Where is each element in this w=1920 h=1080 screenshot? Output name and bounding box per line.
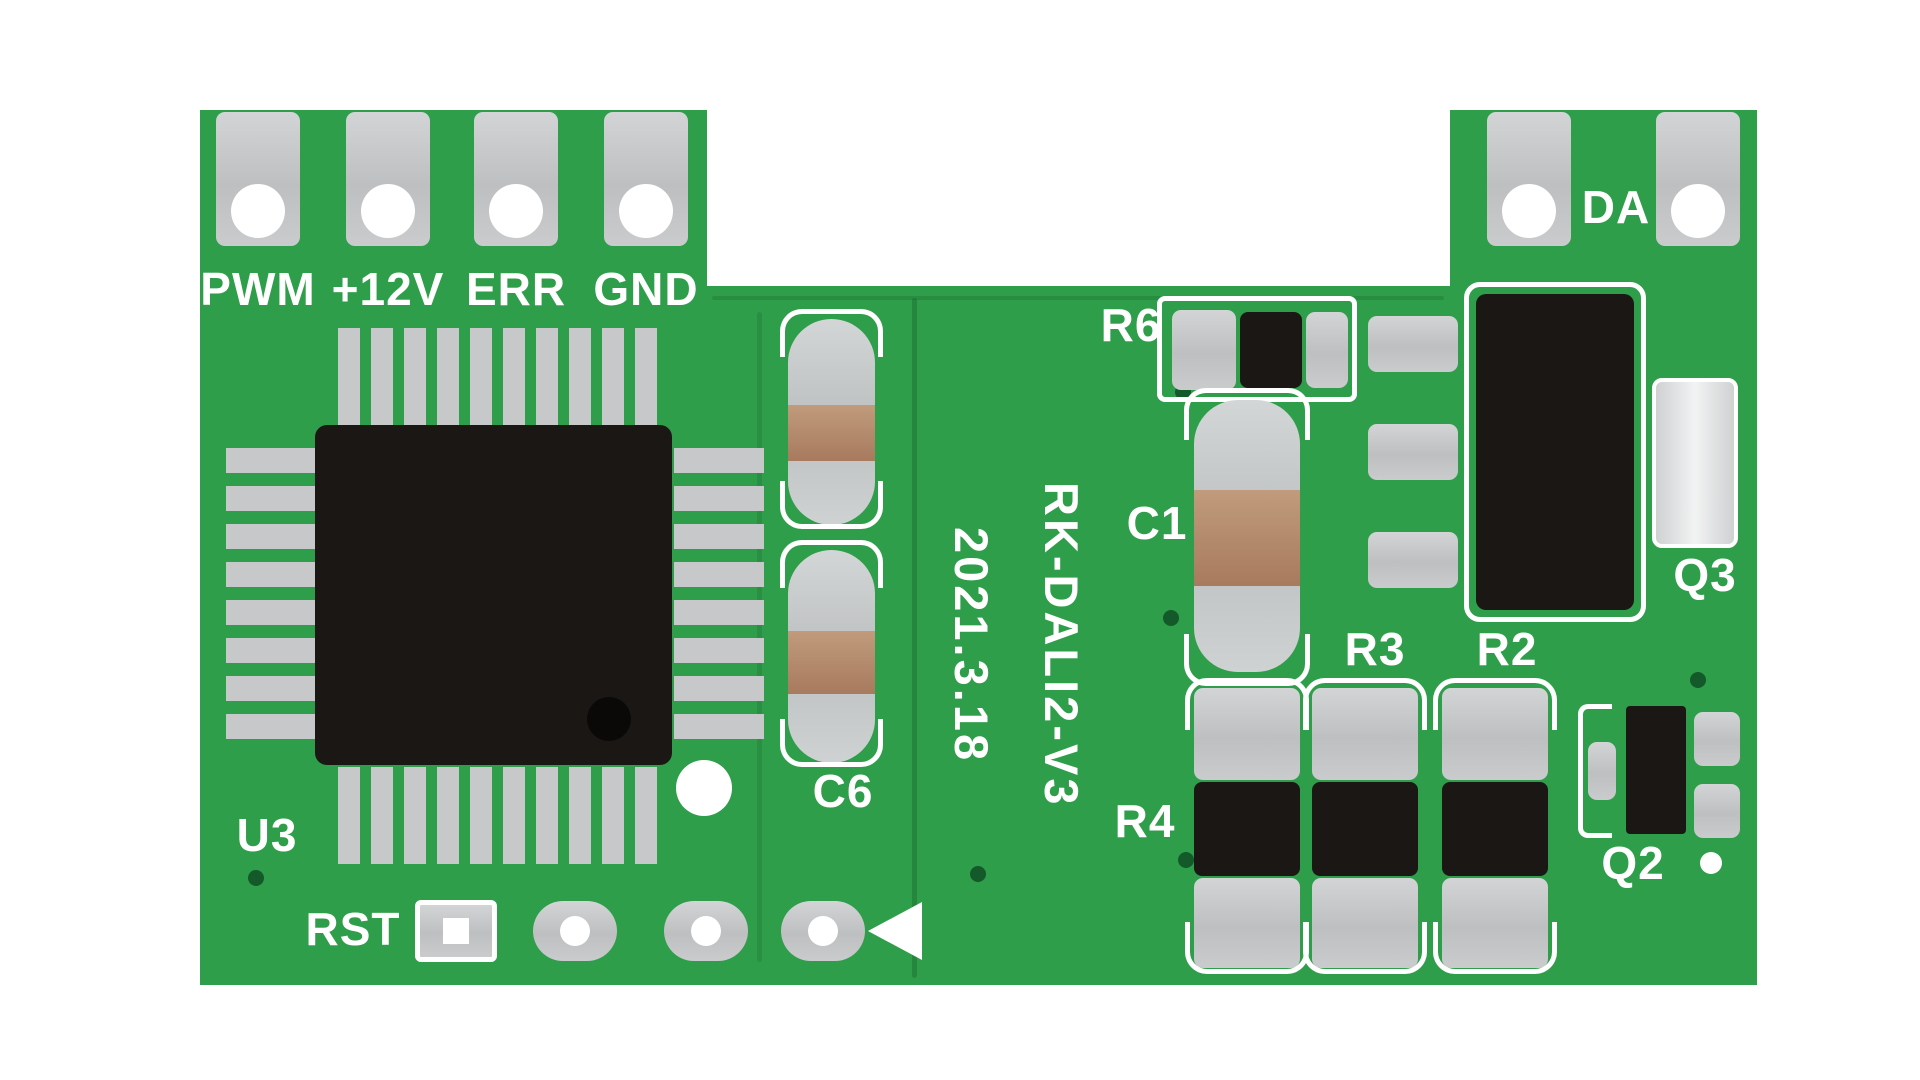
- r2-pad-top: [1442, 688, 1548, 780]
- label-r6: R6: [1100, 299, 1162, 351]
- c6-bracket: [780, 481, 883, 529]
- silkscreen-text: RK-DALI2-V3 2021.3.18: [918, 402, 1106, 888]
- c6-bracket: [780, 309, 883, 357]
- r6-outline: [1157, 296, 1357, 402]
- q2-transistor-body: [1626, 706, 1686, 834]
- label-u3: U3: [236, 809, 298, 861]
- connector-pad-da-1: [1487, 112, 1571, 246]
- fiducial-dot: [1700, 852, 1722, 874]
- connector-pad-pwm: [216, 112, 300, 246]
- pad-hole: [1502, 184, 1556, 238]
- q2-lead-pad: [1588, 742, 1616, 800]
- label-c6: C6: [812, 765, 874, 817]
- r6-pad-right: [1306, 312, 1348, 388]
- label-q3: Q3: [1673, 549, 1737, 601]
- via: [1690, 672, 1706, 688]
- via: [970, 866, 986, 882]
- filter-capacitor: [1652, 378, 1738, 548]
- rst-square-pad: [415, 900, 497, 962]
- capacitor-band: [788, 631, 875, 694]
- rst-oval-pad-2: [664, 901, 748, 961]
- label-q2: Q2: [1601, 837, 1665, 889]
- c6-capacitor-2: [788, 550, 875, 763]
- pad-hole: [808, 916, 838, 946]
- q2-lead-pad: [1694, 784, 1740, 838]
- connector-pad-12v: [346, 112, 430, 246]
- pad-hole: [560, 916, 590, 946]
- q2-lead-pad: [1694, 712, 1740, 766]
- u3-leads-top: [338, 328, 665, 425]
- q2-bracket: [1578, 704, 1612, 838]
- pad-hole: [443, 918, 469, 944]
- pad-hole: [361, 184, 415, 238]
- connector-pad-err: [474, 112, 558, 246]
- r3-pad-top: [1312, 688, 1418, 780]
- r6-resistor-body: [1240, 312, 1302, 388]
- pad-hole: [1671, 184, 1725, 238]
- pad-hole: [619, 184, 673, 238]
- c6-bracket: [780, 540, 883, 588]
- r3-pad-bottom: [1312, 878, 1418, 968]
- q3-outline: [1464, 282, 1646, 622]
- label-rst: RST: [305, 903, 401, 955]
- label-da: DA: [1581, 181, 1651, 233]
- r3-bracket: [1303, 922, 1427, 974]
- q3-lead-pad: [1368, 316, 1458, 372]
- label-r4: R4: [1114, 795, 1176, 847]
- c6-bracket: [780, 719, 883, 767]
- u3-chip: [315, 425, 672, 765]
- label-c1: C1: [1126, 497, 1188, 549]
- label-gnd: GND: [593, 263, 699, 315]
- label-r3: R3: [1344, 623, 1406, 675]
- arrow-marker: [868, 902, 922, 960]
- pad-hole: [231, 184, 285, 238]
- r2-bracket: [1433, 922, 1557, 974]
- r4-bracket: [1185, 922, 1309, 974]
- u3-pin1-dimple: [587, 697, 631, 741]
- r6-pad-left: [1172, 310, 1236, 390]
- trace-top-edge: [712, 296, 1444, 300]
- label-r2: R2: [1476, 623, 1538, 675]
- r2-resistor-body: [1442, 782, 1548, 876]
- rst-oval-pad-1: [533, 901, 617, 961]
- capacitor-band: [1194, 490, 1300, 586]
- board-model: RK-DALI2-V3: [1035, 482, 1088, 808]
- q3-transistor-body: [1476, 294, 1634, 610]
- q3-lead-pad: [1368, 424, 1458, 480]
- r4-pad-bottom: [1194, 878, 1300, 968]
- rst-oval-pad-3: [781, 901, 865, 961]
- via: [248, 870, 264, 886]
- u3-leads-left: [226, 448, 316, 751]
- capacitor-band: [788, 405, 875, 461]
- r4-resistor-body: [1194, 782, 1300, 876]
- pad-hole: [489, 184, 543, 238]
- connector-pad-da-2: [1656, 112, 1740, 246]
- trace-divider: [912, 298, 917, 978]
- label-pwm: PWM: [200, 263, 316, 315]
- board-date: 2021.3.18: [945, 526, 998, 764]
- connector-pad-gnd: [604, 112, 688, 246]
- c1-bracket: [1184, 634, 1310, 686]
- label-12v: +12V: [331, 263, 445, 315]
- r2-bracket: [1433, 678, 1557, 730]
- c1-capacitor: [1194, 400, 1300, 672]
- u3-leads-right: [674, 448, 764, 751]
- pad-hole: [691, 916, 721, 946]
- c6-capacitor-1: [788, 319, 875, 525]
- mounting-hole: [676, 760, 732, 816]
- via: [1163, 610, 1179, 626]
- r3-resistor-body: [1312, 782, 1418, 876]
- c1-bracket: [1184, 388, 1310, 440]
- q3-lead-pad: [1368, 532, 1458, 588]
- label-err: ERR: [465, 263, 567, 315]
- u3-leads-bottom: [338, 767, 665, 864]
- via: [1178, 852, 1194, 868]
- r3-bracket: [1303, 678, 1427, 730]
- r4-pad-top: [1194, 688, 1300, 780]
- r2-pad-bottom: [1442, 878, 1548, 968]
